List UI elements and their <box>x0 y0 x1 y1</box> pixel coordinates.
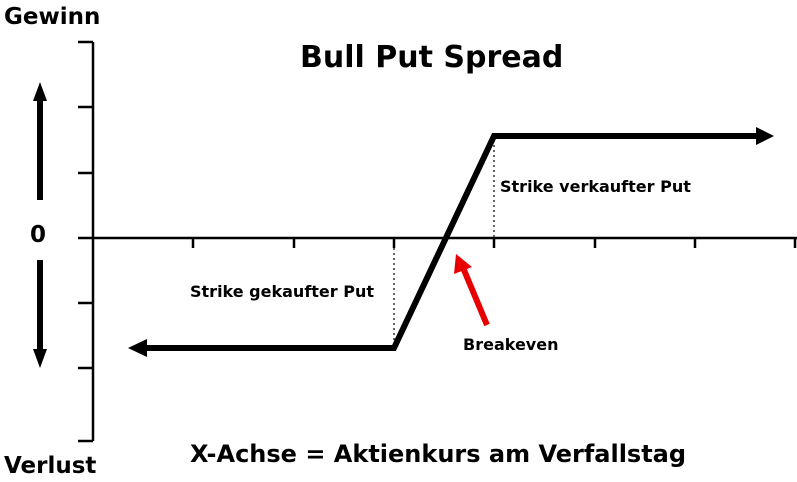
strike-sold-label: Strike verkaufter Put <box>500 177 691 196</box>
right-arrowhead-icon <box>756 127 774 145</box>
y-axis-top-label: Gewinn <box>4 4 101 30</box>
gewinn-arrow-icon <box>33 82 47 200</box>
y-axis <box>78 40 95 443</box>
verlust-arrow-icon <box>33 260 47 368</box>
breakeven-arrow-icon <box>454 254 490 327</box>
y-zero-label: 0 <box>30 222 47 248</box>
strike-bought-label: Strike gekaufter Put <box>190 282 374 301</box>
y-axis-bottom-label: Verlust <box>4 453 97 479</box>
breakeven-label: Breakeven <box>463 335 559 354</box>
payoff-line <box>128 127 774 357</box>
x-axis <box>78 236 797 248</box>
chart-title: Bull Put Spread <box>300 40 564 75</box>
x-axis-caption: X-Achse = Aktienkurs am Verfallstag <box>190 440 687 468</box>
left-arrowhead-icon <box>128 339 147 357</box>
strike-guides <box>393 140 495 346</box>
